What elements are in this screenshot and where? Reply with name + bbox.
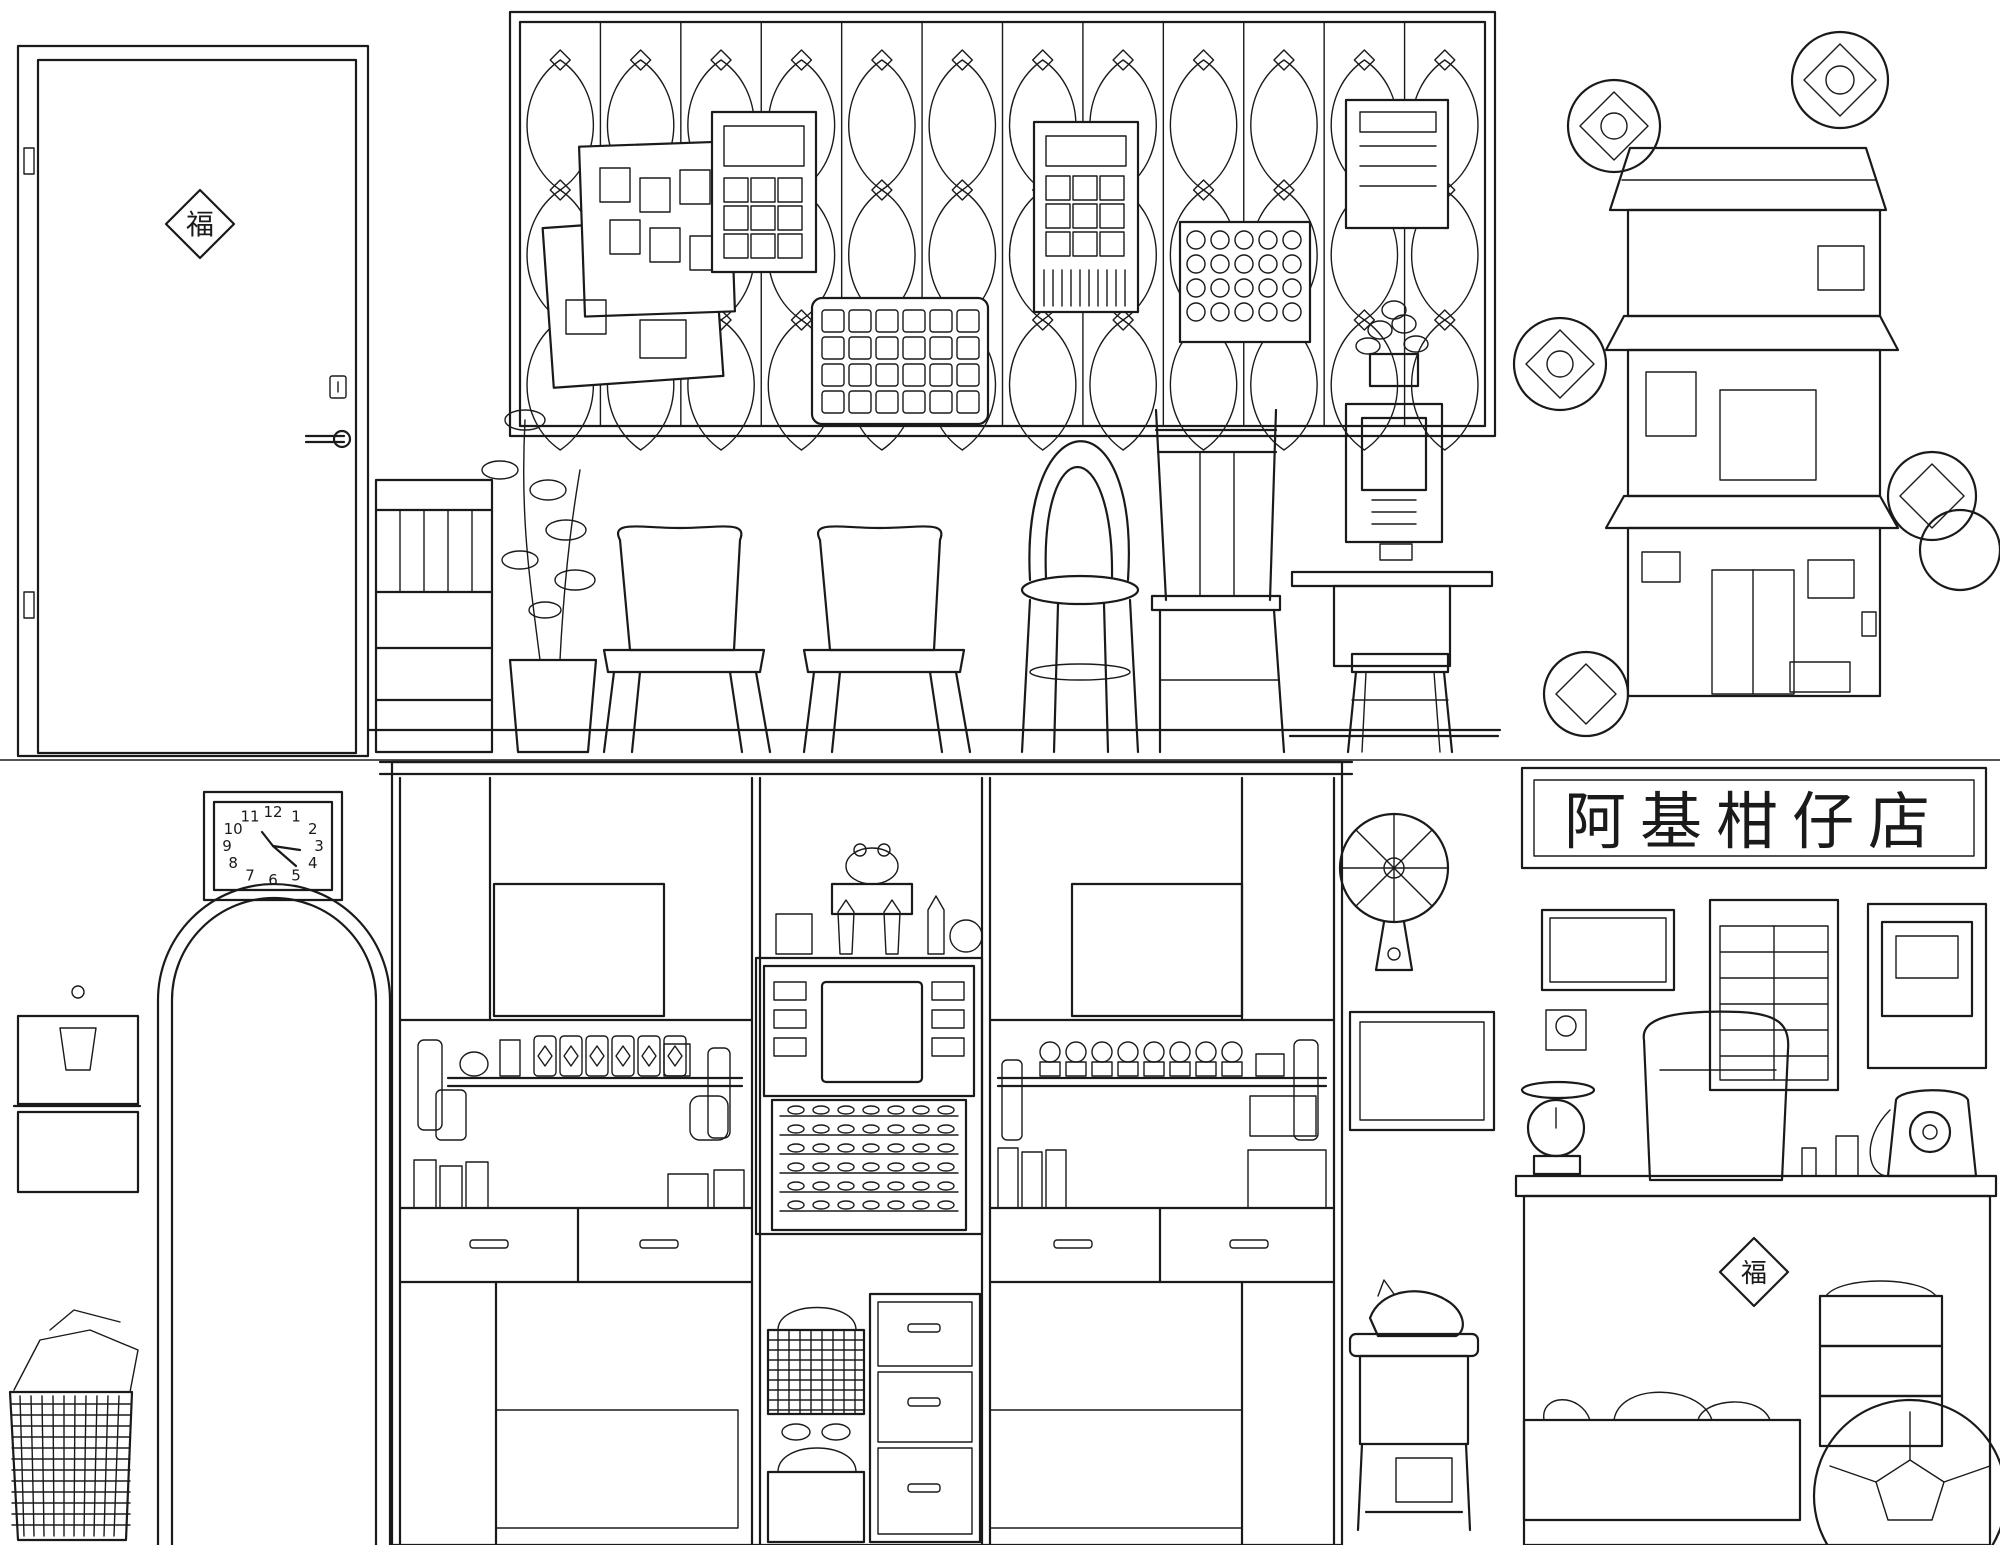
wall-calendar-4 <box>1346 100 1448 228</box>
drawer-handles <box>470 1240 1268 1248</box>
tv-console <box>756 958 982 1234</box>
shelf-bottles <box>418 1040 1318 1140</box>
charm-ornament-4 <box>1888 452 1976 540</box>
clock-numeral: 12 <box>263 803 282 821</box>
clock-numeral: 7 <box>245 866 255 884</box>
shoe-basket-lower <box>768 1424 864 1542</box>
archway <box>158 884 390 1545</box>
weighing-scale <box>1522 1082 1594 1174</box>
clock-numeral: 3 <box>314 837 324 855</box>
calendar-grid-board <box>812 298 988 424</box>
stacked-crates <box>1820 1281 1942 1446</box>
charm-ornament-6 <box>1544 652 1628 736</box>
clock-numeral: 10 <box>224 820 243 838</box>
calendar-photo-board <box>543 141 735 387</box>
wall-payphone <box>1868 904 1986 1068</box>
plastic-stool <box>1348 654 1452 752</box>
wall-picture-frame <box>1350 1012 1494 1130</box>
shelf-jars-left <box>460 1036 690 1076</box>
charm-ornament-3 <box>1514 318 1606 410</box>
plastic-chair-2 <box>804 526 970 752</box>
bentwood-chair <box>1022 441 1138 752</box>
clock-numeral: 5 <box>291 866 301 884</box>
rotary-telephone <box>1870 1090 1976 1176</box>
counter-cup <box>1802 1136 1858 1176</box>
potted-plant <box>482 410 596 752</box>
wall-fan <box>1340 814 1448 970</box>
shelf-figurines-right <box>1040 1042 1284 1076</box>
door-lock-icon <box>330 376 346 398</box>
produce-box <box>1524 1392 1800 1520</box>
waste-basket <box>10 1310 138 1540</box>
counter-charm: 福 <box>1720 1238 1788 1306</box>
framed-notice <box>1542 910 1674 990</box>
clock-numeral: 11 <box>240 808 259 826</box>
potted-herb <box>1356 301 1428 386</box>
office-chair <box>1644 1012 1789 1180</box>
wall-calendar-3 <box>1180 222 1310 342</box>
door-handle-icon[interactable] <box>306 431 350 447</box>
clock-numeral: 2 <box>308 820 318 838</box>
clock-numeral: 4 <box>308 854 318 872</box>
payphone <box>1292 404 1492 666</box>
wall-calendar-1 <box>712 112 816 272</box>
bottle-crate-shelf <box>376 480 492 752</box>
shelf-lower-items <box>414 1096 1326 1208</box>
charm-ornament-1 <box>1792 32 1888 128</box>
charm-ornament-5 <box>1920 510 2000 590</box>
door-charm-label: 福 <box>186 208 214 241</box>
shop-window <box>1710 900 1838 1090</box>
clock-numeral: 8 <box>228 854 238 872</box>
tear-off-calendar <box>14 986 140 1192</box>
frog-figurine-shrine <box>832 844 912 914</box>
clock-numeral: 9 <box>222 837 232 855</box>
shoe-basket-upper <box>768 1308 864 1415</box>
wall-calendar-2 <box>1034 122 1138 312</box>
wooden-chair <box>1152 410 1284 752</box>
top-bottles <box>776 896 982 954</box>
shelf-left-boards <box>448 1078 1326 1086</box>
clock-numeral: 6 <box>268 871 278 889</box>
soccer-ball-icon <box>1814 1400 2000 1545</box>
shop-sign: 阿基柑仔店 <box>1522 768 1986 868</box>
door-charm: 福 <box>166 190 234 258</box>
display-cabinet <box>380 762 1352 1545</box>
window-grille <box>510 12 1495 450</box>
plastic-chair-1 <box>604 526 770 752</box>
charm-ornament-2 <box>1568 80 1660 172</box>
shop-sign-label: 阿基柑仔店 <box>1564 785 1944 858</box>
sticker-icon <box>1546 1010 1586 1050</box>
cat-on-stool <box>1350 1280 1478 1530</box>
door[interactable] <box>18 46 368 756</box>
shop-counter <box>1516 1176 1996 1545</box>
clock-numeral: 1 <box>291 808 301 826</box>
shophouse-facade <box>1606 148 1898 696</box>
plastic-drawer-unit <box>870 1294 980 1542</box>
counter-charm-label: 福 <box>1741 1259 1767 1289</box>
